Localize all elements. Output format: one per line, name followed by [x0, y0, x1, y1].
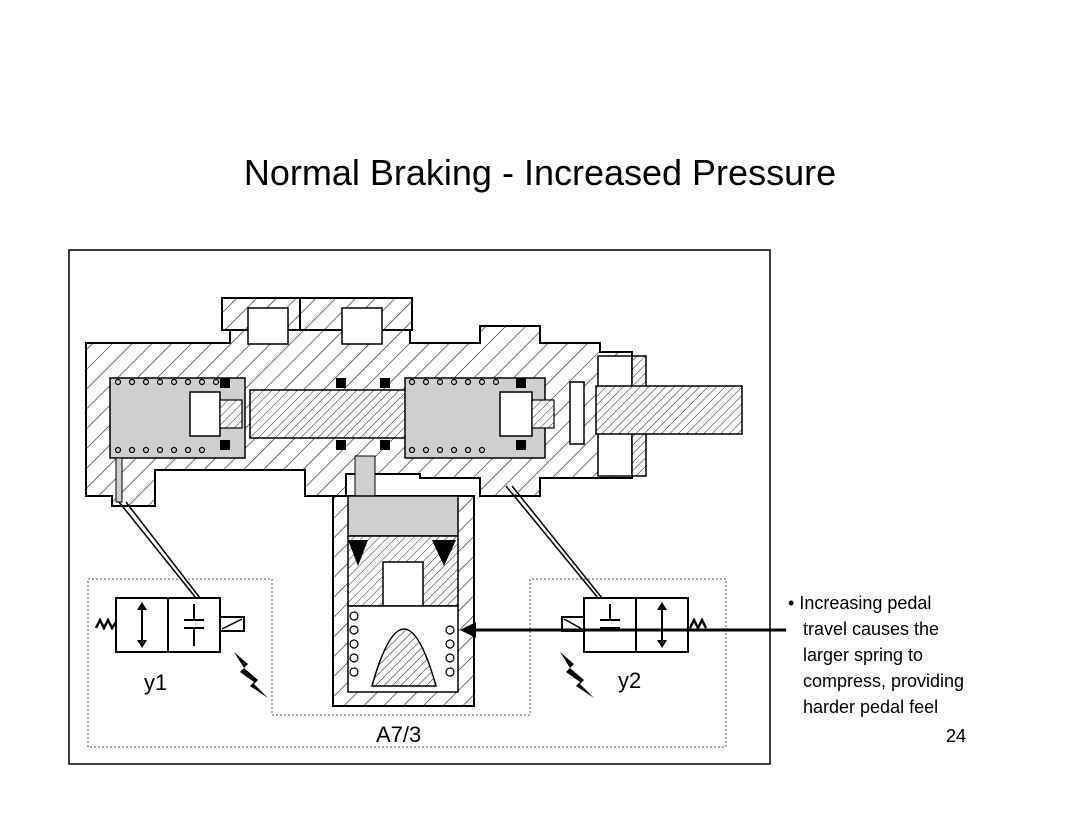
arrow-head-icon: [460, 622, 476, 638]
note-line: compress, providing: [803, 671, 965, 691]
solenoid-valve-y1: [94, 597, 245, 653]
bullet-marker: •: [788, 593, 795, 613]
slide-title: Normal Braking - Increased Pressure: [243, 152, 837, 193]
note-bullet: • Increasing pedal travel causes the lar…: [788, 590, 1078, 720]
solenoid-valve-y2: [561, 597, 708, 653]
valve-label-y2: y2: [618, 668, 642, 693]
note-line: Increasing pedal: [799, 593, 932, 613]
unit-label: A7/3: [376, 722, 422, 747]
valve-label-y1: y1: [144, 670, 168, 695]
pedal-simulator: [332, 455, 475, 707]
page-number: 24: [946, 726, 967, 746]
note-line: harder pedal feel: [803, 697, 939, 717]
note-line: travel causes the: [803, 619, 940, 639]
electric-bolt-icon: [560, 652, 594, 698]
diagram-frame: [68, 249, 771, 765]
control-unit-outline: [87, 578, 727, 748]
note-line: larger spring to: [803, 645, 924, 665]
valve-body: [85, 297, 743, 507]
electric-bolt-icon: [234, 652, 268, 698]
